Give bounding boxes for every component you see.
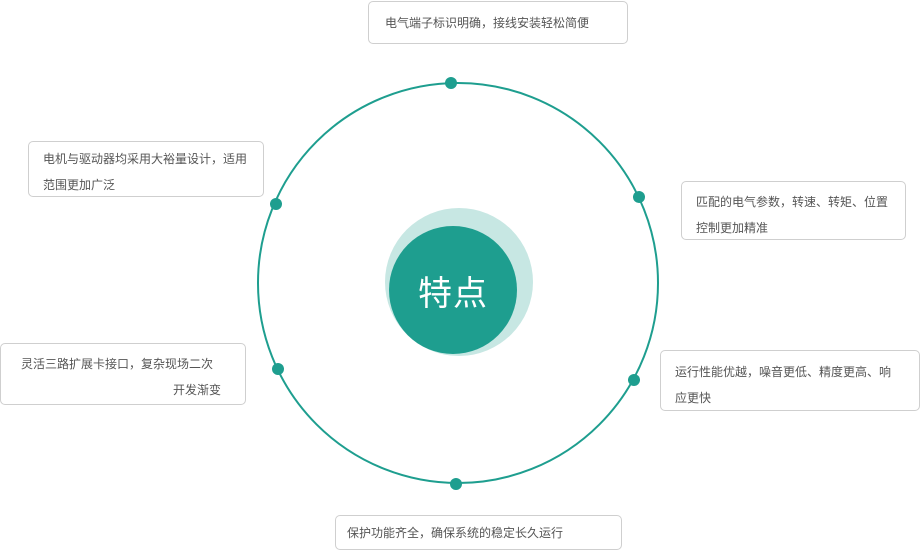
feature-text-line: 灵活三路扩展卡接口，复杂现场二次 <box>21 357 214 371</box>
feature-text-line: 运行性能优越，噪音更低、精度更高、响 <box>675 365 892 379</box>
dot-top-right <box>633 191 645 203</box>
feature-box-design-margin: 电机与驱动器均采用大裕量设计，适用 范围更加广泛 <box>28 141 264 197</box>
feature-text-line: 匹配的电气参数，转速、转矩、位置 <box>696 195 889 209</box>
dot-left <box>272 363 284 375</box>
dot-right <box>628 374 640 386</box>
feature-text-line: 电气端子标识明确，接线安装轻松简便 <box>385 16 590 30</box>
feature-box-protection: 保护功能齐全，确保系统的稳定长久运行 <box>335 515 622 550</box>
feature-box-parameters: 匹配的电气参数，转速、转矩、位置 控制更加精准 <box>681 181 906 240</box>
feature-box-performance: 运行性能优越，噪音更低、精度更高、响 应更快 <box>660 350 920 411</box>
feature-text-line: 控制更加精准 <box>696 221 769 235</box>
feature-box-terminals: 电气端子标识明确，接线安装轻松简便 <box>368 1 628 44</box>
feature-text-line: 开发渐变 <box>172 383 221 397</box>
feature-text-line: 电机与驱动器均采用大裕量设计，适用 <box>43 152 248 166</box>
dot-top-left <box>270 198 282 210</box>
feature-text-line: 保护功能齐全，确保系统的稳定长久运行 <box>347 526 564 540</box>
center-label: 特点 <box>418 273 488 314</box>
feature-text-line: 范围更加广泛 <box>43 178 116 192</box>
dot-bottom <box>450 478 462 490</box>
feature-box-expansion: 灵活三路扩展卡接口，复杂现场二次 开发渐变 <box>0 343 246 405</box>
feature-text-line: 应更快 <box>675 391 712 405</box>
dot-top <box>445 77 457 89</box>
center-circle <box>389 226 517 354</box>
